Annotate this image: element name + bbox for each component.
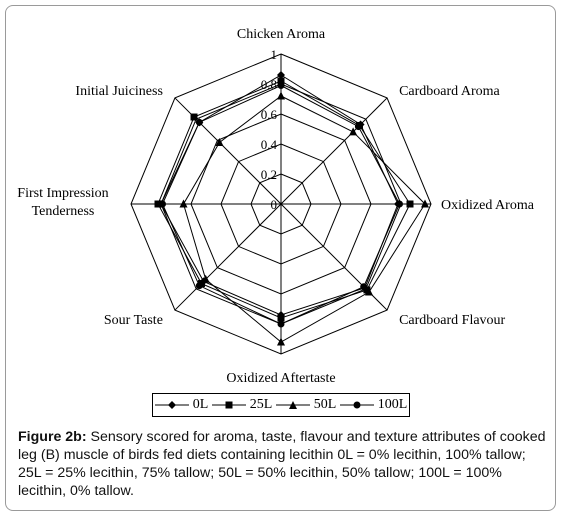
data-point-100l bbox=[354, 123, 362, 131]
data-point-100l bbox=[195, 118, 203, 126]
data-point-25l bbox=[363, 286, 371, 294]
data-point-100l bbox=[360, 283, 368, 291]
chart-legend: 0L 25L 50L 100L bbox=[152, 393, 410, 417]
legend-square-marker-icon bbox=[211, 401, 246, 409]
data-point-25l bbox=[277, 77, 285, 85]
caption-text: Sensory scored for aroma, taste, flavour… bbox=[18, 429, 546, 499]
data-point-50l bbox=[179, 199, 188, 208]
axis-label: Sour Taste bbox=[104, 313, 163, 328]
legend-item-50l: 50L bbox=[275, 397, 337, 413]
axis-label: Initial Juiciness bbox=[75, 84, 163, 99]
legend-circle-marker-icon bbox=[339, 401, 374, 409]
data-point-0l bbox=[277, 71, 285, 79]
legend-diamond-marker-icon bbox=[154, 401, 189, 409]
data-point-100l bbox=[277, 320, 285, 328]
data-point-25l bbox=[406, 200, 414, 208]
tick-label: 0.2 bbox=[261, 167, 277, 182]
data-point-50l bbox=[201, 274, 210, 283]
axis-label: Cardboard Aroma bbox=[399, 84, 500, 99]
tick-label: 0.8 bbox=[261, 77, 277, 92]
tick-label: 0.4 bbox=[261, 137, 278, 152]
data-point-25l bbox=[154, 200, 162, 208]
tick-label: 1 bbox=[271, 47, 278, 62]
legend-item-0l: 0L bbox=[154, 397, 209, 413]
data-point-50l bbox=[365, 287, 374, 296]
axis-label: First Impression bbox=[17, 186, 108, 201]
data-point-25l bbox=[277, 314, 285, 322]
caption-label: Figure 2b: bbox=[18, 429, 87, 445]
legend-label-100l: 100L bbox=[377, 397, 408, 412]
data-point-100l bbox=[396, 200, 403, 208]
axis-label: Tenderness bbox=[32, 204, 95, 219]
tick-label: 0.6 bbox=[261, 107, 278, 122]
data-point-50l bbox=[277, 337, 285, 346]
tick-label: 0 bbox=[271, 197, 278, 212]
legend-item-25l: 25L bbox=[211, 397, 273, 413]
data-point-50l bbox=[421, 199, 429, 208]
data-point-50l bbox=[277, 91, 285, 100]
legend-triangle-marker-icon bbox=[275, 401, 310, 409]
axis-spoke bbox=[174, 203, 282, 311]
data-point-50l bbox=[215, 137, 224, 146]
figure-caption: Figure 2b: Sensory scored for aroma, tas… bbox=[18, 428, 548, 500]
data-point-50l bbox=[349, 127, 358, 136]
axis-label: Cardboard Flavour bbox=[399, 313, 505, 328]
axis-label: Chicken Aroma bbox=[237, 27, 326, 42]
data-point-100l bbox=[195, 282, 203, 290]
legend-label-25l: 25L bbox=[249, 397, 273, 412]
legend-item-100l: 100L bbox=[339, 397, 408, 413]
legend-label-50l: 50L bbox=[313, 397, 337, 412]
axis-spoke bbox=[280, 97, 388, 205]
axis-label: Oxidized Aroma bbox=[441, 198, 535, 213]
data-point-100l bbox=[277, 82, 285, 89]
data-point-100l bbox=[159, 200, 166, 208]
axis-label: Oxidized Aftertaste bbox=[226, 371, 335, 386]
legend-label-0l: 0L bbox=[192, 397, 209, 412]
data-point-25l bbox=[190, 113, 198, 121]
